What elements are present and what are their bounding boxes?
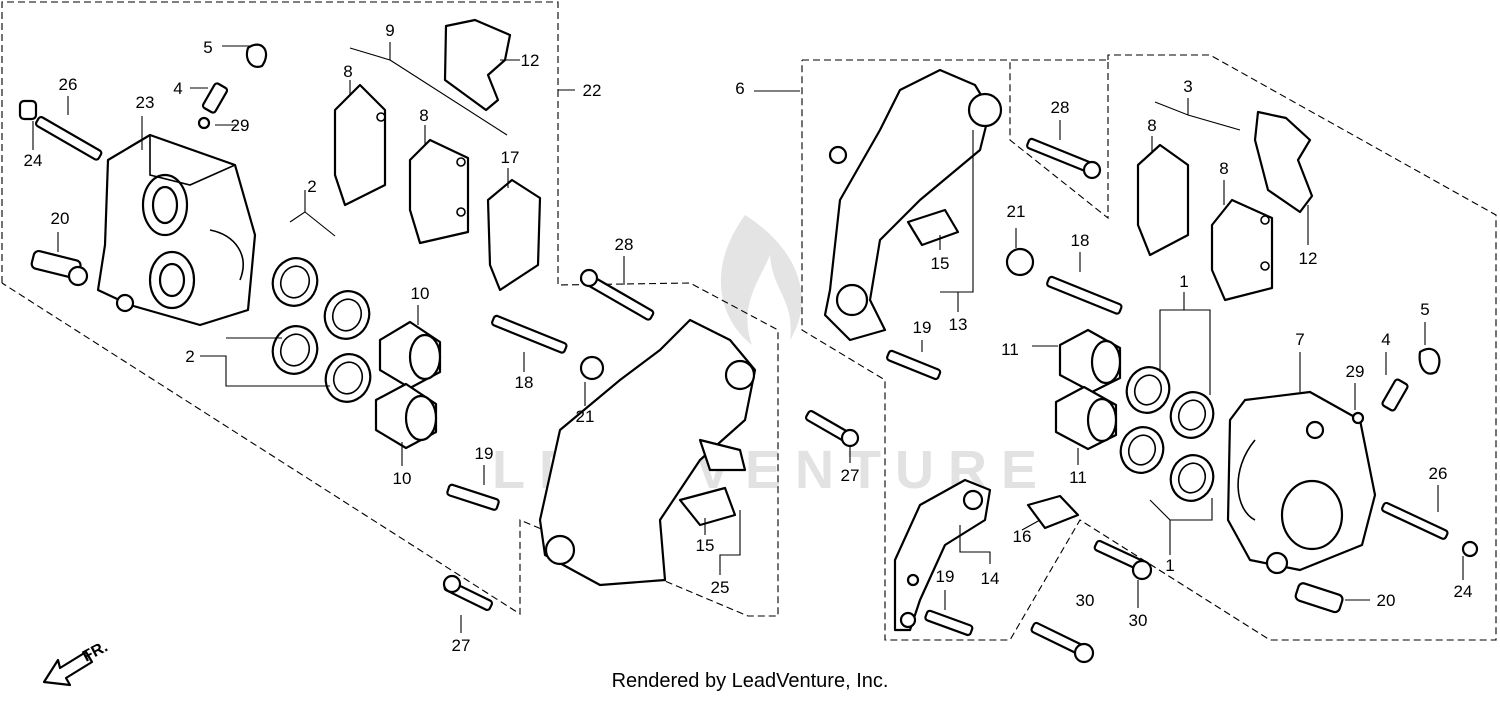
bolt-19-left [446,483,500,511]
bolt-19-lower-right [924,609,974,637]
callout-4a: 4 [173,79,182,98]
bracket-25 [538,318,757,587]
footer-credit: Rendered by LeadVenture, Inc. [611,670,889,692]
group-outline-3 [801,54,1497,641]
right-assembly [754,54,1497,664]
callout-2b: 2 [185,347,194,366]
seals-2-left [271,257,372,403]
callout-5a: 5 [203,38,212,57]
group-outline-6 [802,59,1109,220]
bolt-28-left [579,268,655,321]
callout-30b: 30 [1129,611,1148,630]
callout-1a: 1 [1179,272,1188,291]
pistons-10-left [374,320,442,450]
callout-6: 6 [735,79,744,98]
bracket-13 [823,68,1003,342]
pin-26-right [1381,501,1449,540]
callout-28a: 28 [615,235,634,254]
callout-25: 25 [711,578,730,597]
pads-8-left [333,83,470,245]
callout-11b: 11 [1069,468,1087,487]
callout-21a: 21 [576,407,595,426]
callout-8a: 8 [343,62,352,81]
callout-14: 14 [981,569,1000,588]
left-assembly [1,1,779,633]
callout-11a: 11 [1001,340,1019,359]
arrow-icon [42,650,94,687]
callout-17: 17 [501,148,520,167]
bolt-28-right [1026,137,1102,180]
callout-2a: 2 [307,177,316,196]
spring-12-right [1253,110,1314,214]
nut-21-left [579,355,605,381]
callout-9: 9 [385,21,394,40]
pistons-11-right [1054,328,1122,451]
callout-23: 23 [136,93,155,112]
callout-8c: 8 [1147,116,1156,135]
pin-18-left [491,314,568,354]
callout-26b: 26 [1429,464,1448,483]
callout-15a: 15 [696,536,715,555]
callout-13: 13 [949,315,968,334]
callout-27a: 27 [452,636,471,655]
callout-29a: 29 [231,116,250,135]
callout-10a: 10 [411,284,430,303]
nut-21-right [1005,247,1035,277]
callout-29b: 29 [1346,362,1365,381]
callout-8b: 8 [419,106,428,125]
callout-labels-right: 6131521182819271111113881275429262420161… [735,77,1472,630]
callout-27b: 27 [841,466,860,485]
bolt-30-a [1093,539,1153,581]
group-outline-22 [1,1,779,617]
callout-28b: 28 [1051,98,1070,117]
callout-18a: 18 [515,373,534,392]
callout-12b: 12 [1299,249,1318,268]
seal-24-right [1461,540,1479,558]
shim-17 [486,178,542,292]
callout-1b: 1 [1165,556,1174,575]
pin-18-right [1046,275,1123,315]
callout-labels-left: 5429262324202298812172210102818211927152… [24,21,730,655]
bleeder-4-left [197,43,268,130]
callout-20a: 20 [51,209,70,228]
callout-8d: 8 [1219,159,1228,178]
callout-30a: 30 [1076,591,1095,610]
caliper-body-23 [96,133,257,327]
callout-24a: 24 [24,151,43,170]
bolt-20-left [30,249,89,287]
pin-26-left [18,99,103,161]
callout-4b: 4 [1381,330,1390,349]
bracket-14 [893,478,992,632]
callout-18b: 18 [1071,231,1090,250]
bolt-19-right [886,349,942,381]
callout-22: 22 [583,81,602,100]
callout-20b: 20 [1377,591,1396,610]
callout-19b: 19 [913,318,932,337]
callout-19a: 19 [475,444,494,463]
bolt-30-b [1030,621,1095,664]
callout-5b: 5 [1420,300,1429,319]
spring-12-left [443,18,512,112]
callout-21b: 21 [1007,202,1026,221]
callout-19c: 19 [936,567,955,586]
caliper-body-7 [1226,390,1377,575]
callout-24b: 24 [1454,582,1473,601]
bolt-20-right [1294,582,1344,614]
bolt-27-left [442,574,494,611]
callout-10b: 10 [393,469,412,488]
callout-12a: 12 [521,51,540,70]
clip-16 [1026,494,1080,530]
pads-8-right [1136,143,1274,302]
callout-3: 3 [1183,77,1192,96]
bleeder-4-right [1351,347,1441,425]
callout-16: 16 [1013,527,1032,546]
callout-7: 7 [1295,330,1304,349]
bolt-27-right [804,409,860,448]
callout-15b: 15 [931,254,950,273]
seals-1-right [1119,366,1215,502]
callout-26a: 26 [59,75,78,94]
